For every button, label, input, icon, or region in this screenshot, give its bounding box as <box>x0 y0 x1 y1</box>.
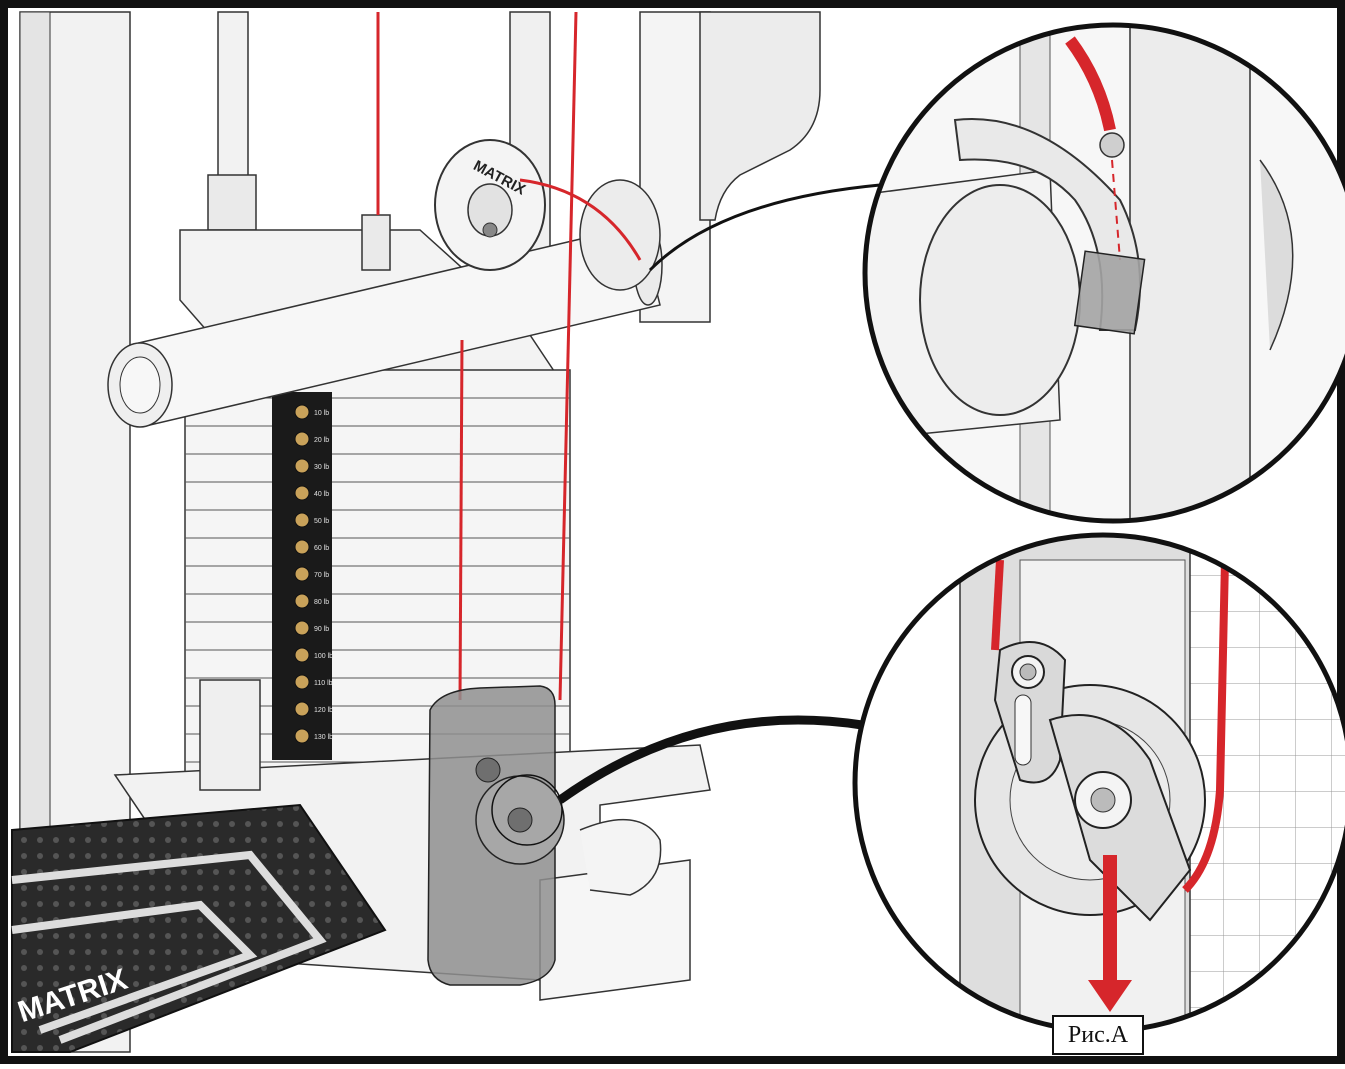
weight-plate-label: 50 lb <box>314 518 329 525</box>
cable <box>376 11 642 701</box>
weight-pin-hole <box>294 404 310 420</box>
main-machine: 10 lb 20 lb 30 lb 40 lb 50 lb 60 lb 70 lb 80 lb… <box>11 11 881 1053</box>
callout-lower-detail <box>852 532 1345 1034</box>
weight-plate-label: 70 lb <box>314 572 329 579</box>
weight-pin-hole <box>294 485 310 501</box>
callout-upper-detail <box>862 22 1345 524</box>
weight-pin-hole <box>294 728 310 744</box>
foot-plate: MATRIX <box>11 803 387 1053</box>
weight-plate-label: 90 lb <box>314 626 329 633</box>
weight-plate-label: 80 lb <box>314 599 329 606</box>
weight-plate-label: 110 lb <box>314 680 333 687</box>
horizontal-bar <box>107 224 663 428</box>
leader-line-top <box>648 183 881 272</box>
weight-pin-hole <box>294 647 310 663</box>
pulley-guard <box>427 685 565 986</box>
weight-plate-label: 120 lb <box>314 707 333 714</box>
weight-plate-label: 100 lb <box>314 653 333 660</box>
weight-pin-hole <box>294 620 310 636</box>
weight-plate-label: 40 lb <box>314 491 329 498</box>
weight-pin-hole <box>294 431 310 447</box>
weight-pin-hole <box>294 539 310 555</box>
leader-line-bottom <box>557 715 863 804</box>
weight-plate-label: 20 lb <box>314 437 329 444</box>
weight-pin-hole <box>294 701 310 717</box>
upper-pulley: MATRIX <box>434 139 661 291</box>
weight-pin-hole <box>294 458 310 474</box>
figure-label: Рис.A <box>1052 1015 1144 1055</box>
weight-pin-hole <box>294 566 310 582</box>
weight-pin-hole <box>294 512 310 528</box>
weight-plate-label: 10 lb <box>314 410 329 417</box>
weight-plate-label: 130 lb <box>314 734 333 741</box>
weight-plate-label: 60 lb <box>314 545 329 552</box>
weight-plate-label: 30 lb <box>314 464 329 471</box>
weight-pin-hole <box>294 593 310 609</box>
weight-pin-hole <box>294 674 310 690</box>
